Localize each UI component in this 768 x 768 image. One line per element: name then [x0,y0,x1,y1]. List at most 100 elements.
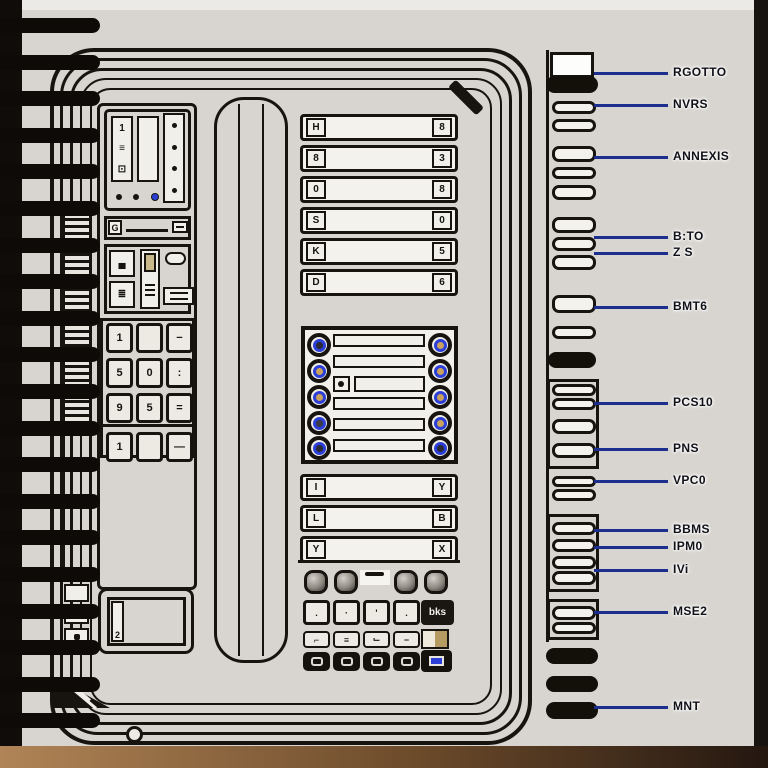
knob [428,385,452,409]
keypad-key: 5 [136,393,163,423]
module-a-slot-dot [171,166,177,172]
slot-row [300,238,458,265]
slot-row-left-tag: H [306,118,326,137]
binding-tab [0,347,100,363]
connector-line [594,156,668,159]
ladder-bar [333,334,425,347]
connector-line [594,546,668,549]
module-c-box: ▄ [109,250,135,277]
binding-tab [0,676,100,692]
connector-pill [546,676,598,692]
round-button [304,570,328,594]
connector-slat [552,237,596,251]
connector-label: MNT [673,699,701,713]
slot-row-left-tag: 0 [306,180,326,199]
binding-tab [0,164,100,180]
connector-line [594,236,668,239]
cluster-key: − [393,631,420,648]
slot-row-right-tag: Y [432,478,452,497]
connector-label: PNS [673,441,699,455]
slot-row-right-tag: X [432,540,452,559]
slot-row-left-tag: D [306,273,326,292]
connector-pill [548,352,596,368]
cluster-key: · [333,600,360,625]
slot-row-right-tag: 5 [432,242,452,261]
strip-white-box [550,52,594,78]
connector-line [594,569,668,572]
connector-slat [552,622,596,634]
connector-line [594,448,668,451]
connector-slat [552,522,596,535]
slot-row-left-tag: I [306,478,326,497]
table-wood-edge [0,746,768,768]
keypad-separator [101,424,194,427]
module-b-endbox [172,221,188,233]
connector-label: MSE2 [673,604,708,618]
card-slot-notch: 2 [111,601,124,642]
knob [307,436,331,460]
module-a-dot [133,194,139,200]
module-c-box: ≣ [109,281,135,308]
module-a-slot: 1≡⊡ [111,116,133,182]
cluster-key: . [393,600,420,625]
connector-slat [552,295,596,313]
slot-row [300,145,458,172]
connector-slat [552,146,596,162]
slot-row-right-tag: 3 [432,149,452,168]
module-a-slot-dot [171,123,177,129]
slot-row [300,505,458,532]
slot-row [300,269,458,296]
two-tone-key [421,629,449,649]
slot-row-left-tag: K [306,242,326,261]
slot-row-right-tag: 8 [432,180,452,199]
connector-slat [552,217,596,233]
binding-tab [0,493,100,509]
connector-label: ANNEXIS [673,149,730,163]
connector-label: RGOTTO [673,65,727,79]
center-bar-line [238,104,240,656]
keypad-key: 0 [136,358,163,388]
knob [428,333,452,357]
dark-button [363,652,390,671]
connector-label: PCS10 [673,395,714,409]
card-slot-inner [107,597,186,646]
dark-button-hole [310,657,323,666]
knob [307,359,331,383]
dark-button [393,652,420,671]
slot-row-left-tag: Y [306,540,326,559]
connector-slat [552,571,596,585]
cluster-key: ' [363,600,390,625]
connector-line [594,306,668,309]
dark-key-bks: bks [421,600,454,625]
binding-tab [0,384,100,399]
keypad-key: 5 [106,358,133,388]
module-c-slider-knob [144,253,156,272]
slot-row-left-tag: 8 [306,149,326,168]
module-b-line [126,229,168,232]
connector-line [594,402,668,405]
connector-line [594,104,668,107]
keypad-key: − [166,323,193,353]
binding-tab [0,91,100,107]
strip-guide-line [546,50,549,642]
binding-tab [0,457,100,473]
connector-slat [552,185,596,200]
binding-tab [0,713,100,729]
slot-row-right-tag: 8 [432,118,452,137]
knob-ring [433,390,447,404]
keypad-key [136,323,163,353]
ladder-bar [333,418,425,431]
knob-ring [433,441,447,455]
slot-row [300,207,458,234]
module-c [104,244,191,314]
center-bar [214,97,288,663]
binding-tab [0,237,100,253]
knob [307,333,331,357]
connector-line [594,706,668,709]
cluster-key: ≡ [333,631,360,648]
knob-ring [312,416,326,430]
binding-tab [0,127,100,143]
connector-label: IVi [673,562,689,576]
blue-indicator [429,656,444,666]
module-c-stack [145,284,155,298]
